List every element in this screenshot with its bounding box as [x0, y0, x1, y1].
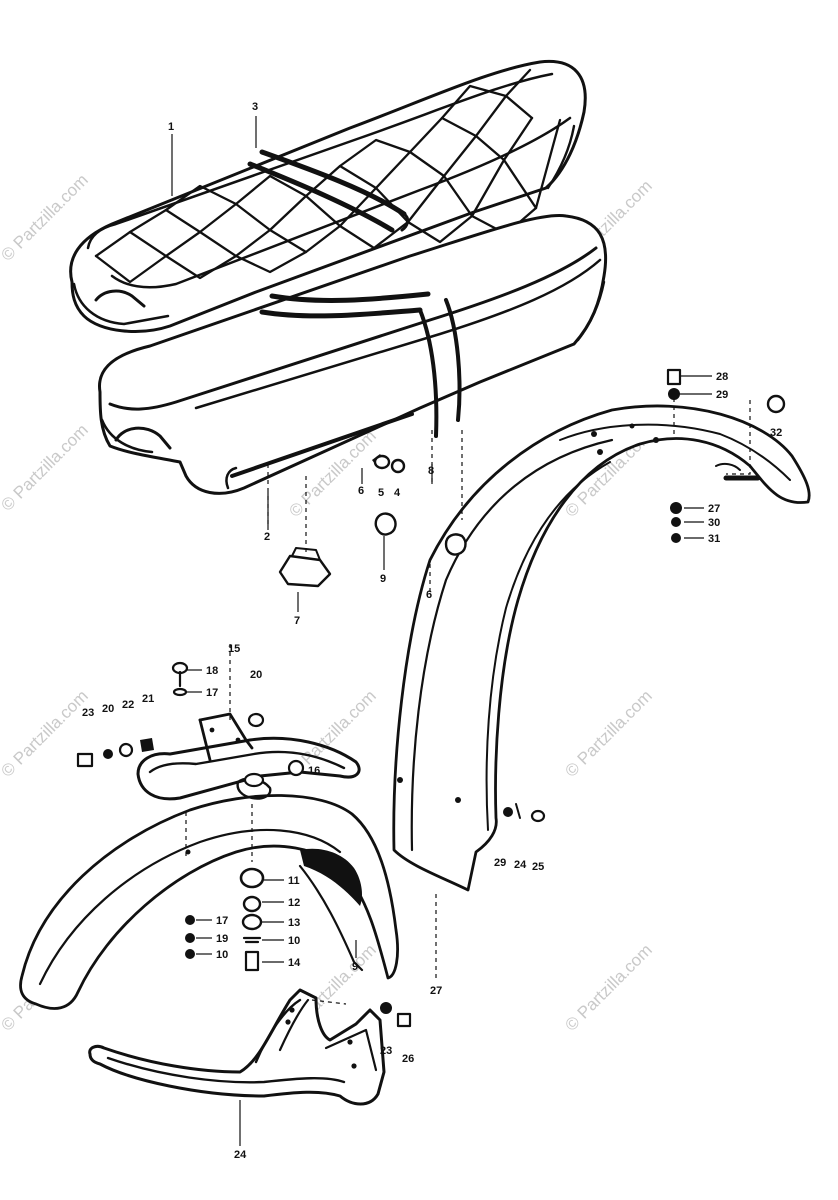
callout-5: 5	[378, 487, 384, 499]
callout-16: 16	[308, 765, 320, 777]
callout-9-lower: 9	[352, 961, 358, 973]
fender-brace-lower	[88, 988, 386, 1106]
callout-21: 21	[142, 693, 154, 705]
callout-29-top: 29	[716, 389, 728, 401]
callout-32: 32	[770, 427, 782, 439]
rear-fender	[392, 404, 811, 892]
callout-7: 7	[294, 615, 300, 627]
callout-25: 25	[532, 861, 544, 873]
watermark: © Partzilla.com	[561, 686, 655, 780]
seat-plain	[98, 214, 608, 495]
leader-lines	[171, 116, 712, 1146]
callout-6-right: 6	[426, 589, 432, 601]
callout-17-upper: 17	[206, 687, 218, 699]
callout-27-lower: 27	[430, 985, 442, 997]
callout-23-bottom: 23	[380, 1045, 392, 1057]
callout-9: 9	[380, 573, 386, 585]
callout-10-lower: 10	[216, 949, 228, 961]
callout-14: 14	[288, 957, 301, 969]
callout-19: 19	[216, 933, 228, 945]
callout-15: 15	[228, 643, 240, 655]
callout-24-bottom: 24	[234, 1149, 247, 1161]
callout-1: 1	[168, 121, 174, 133]
callout-26: 26	[402, 1053, 414, 1065]
front-fender	[19, 794, 399, 1010]
callout-31: 31	[708, 533, 720, 545]
callout-4: 4	[394, 487, 401, 499]
callout-20-upper: 20	[250, 669, 262, 681]
callout-17-lower: 17	[216, 915, 228, 927]
callout-23-left: 23	[82, 707, 94, 719]
callout-28-top: 28	[716, 371, 728, 383]
callout-18: 18	[206, 665, 218, 677]
callout-10-center: 10	[288, 935, 300, 947]
fender-brace-upper	[136, 712, 361, 801]
callout-3: 3	[252, 101, 258, 113]
callouts: 1 3 2 4 5 6 8 9 6 7 28 29 32 27 30 31 15…	[82, 101, 782, 1161]
callout-24-lower: 24	[514, 859, 527, 871]
callout-13: 13	[288, 917, 300, 929]
callout-27-top: 27	[708, 503, 720, 515]
callout-11: 11	[288, 875, 300, 887]
callout-30: 30	[708, 517, 720, 529]
callout-6: 6	[358, 485, 364, 497]
watermark: © Partzilla.com	[561, 940, 655, 1034]
hardware-small-parts	[76, 368, 786, 1028]
callout-12: 12	[288, 897, 300, 909]
callout-20-left: 20	[102, 703, 114, 715]
callout-29-lower: 29	[494, 857, 506, 869]
callout-22: 22	[122, 699, 134, 711]
callout-2: 2	[264, 531, 270, 543]
watermark: © Partzilla.com	[0, 420, 92, 514]
callout-8: 8	[428, 465, 434, 477]
